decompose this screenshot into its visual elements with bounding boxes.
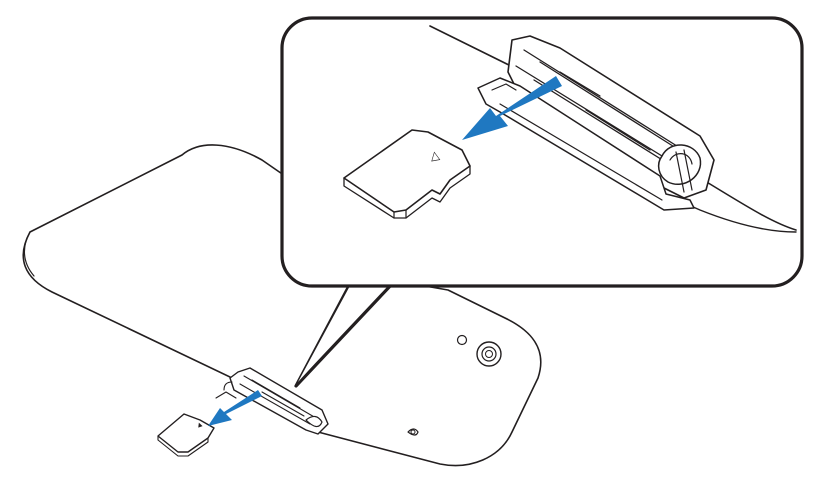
- large-microsd-card: △: [343, 129, 471, 219]
- callout-frame: [280, 16, 804, 288]
- small-remove-arrow: [208, 390, 262, 426]
- phone-outline: [22, 144, 542, 467]
- phone-body: ▲: [22, 144, 542, 467]
- large-remove-arrow: [462, 76, 562, 140]
- large-slot-cover: [477, 35, 715, 211]
- small-card-marker: ▲: [196, 421, 203, 429]
- camera-lens-inner: [481, 346, 497, 362]
- small-slot-cover: [215, 367, 329, 435]
- zoom-callout: △: [280, 16, 804, 288]
- strap-hole-dot: [410, 429, 416, 435]
- phone-edge: [23, 231, 35, 277]
- strap-hole-icon: [407, 428, 419, 436]
- callout-tail-fill: [298, 282, 388, 382]
- callout-tail: [294, 282, 394, 388]
- large-card-marker: △: [429, 147, 441, 163]
- camera-lens-outer: [476, 341, 502, 367]
- flash-icon: [456, 334, 468, 346]
- camera-lens-core: [485, 350, 493, 358]
- small-microsd-card: ▲: [157, 413, 215, 457]
- zoom-phone-edge-2: [667, 195, 797, 233]
